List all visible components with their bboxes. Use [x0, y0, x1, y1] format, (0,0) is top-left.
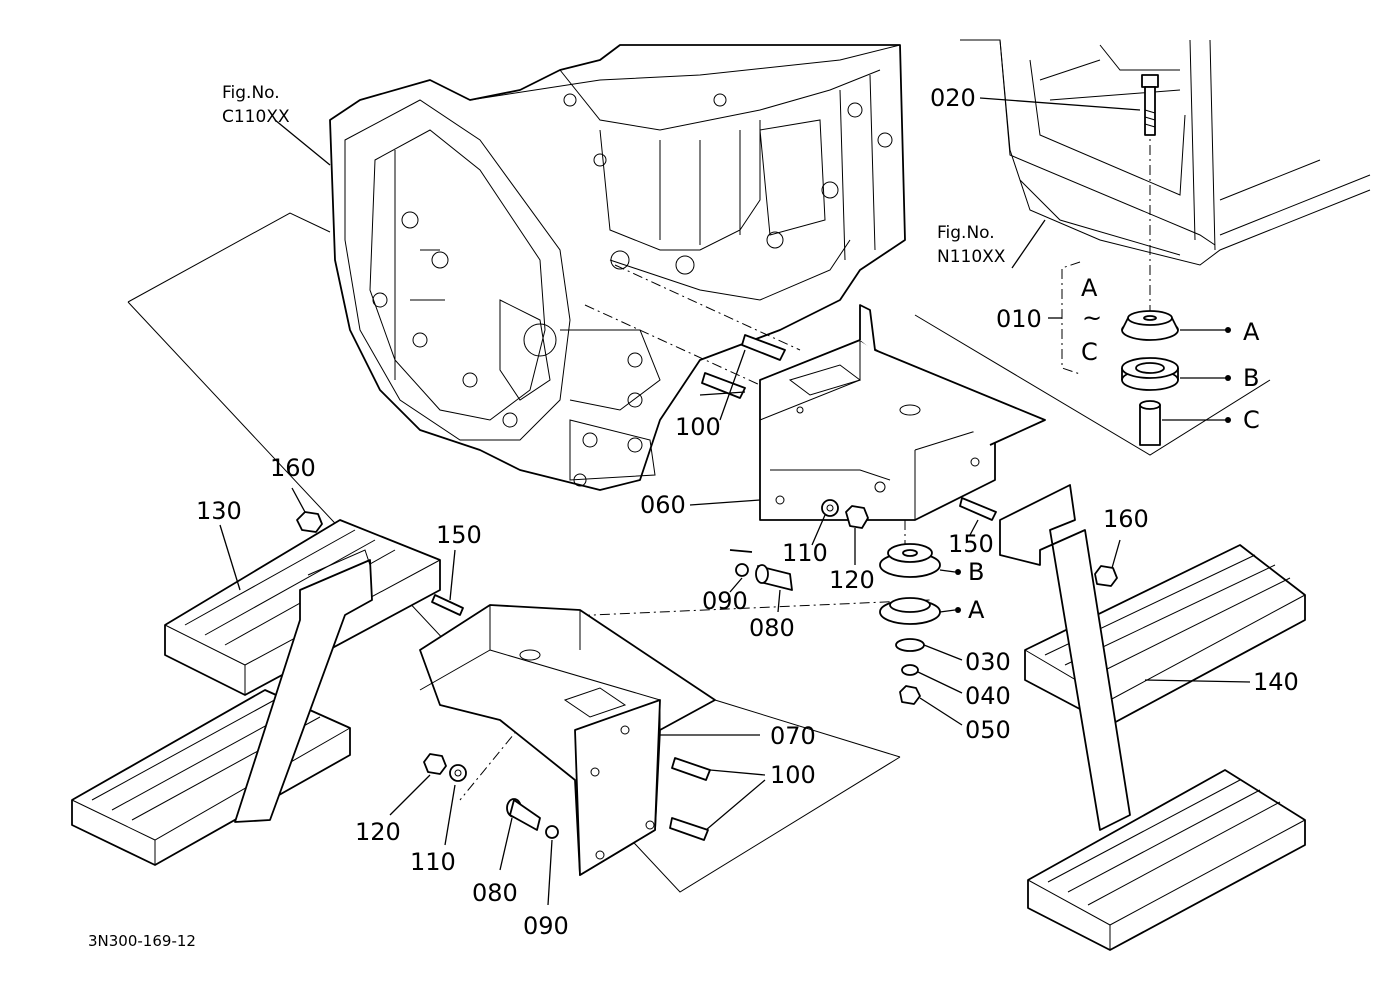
mount-label-a: A — [968, 596, 985, 624]
assembly-plane-left-top — [127, 212, 331, 303]
nut-washer-lower-illustration — [423, 753, 467, 782]
bracket-070-illustration — [419, 604, 716, 876]
part-label-140: 140 — [1253, 668, 1299, 696]
part-label-120-lower: 120 — [355, 818, 401, 846]
part-label-160-right: 160 — [1103, 505, 1149, 533]
bolt-washer-upper-illustration — [729, 549, 793, 591]
part-label-130: 130 — [196, 497, 242, 525]
mount-label-b: B — [968, 558, 984, 586]
transmission-case-illustration — [329, 44, 906, 491]
bracket-060-illustration — [759, 304, 1046, 521]
fig-ref-transmission-line2: C110XX — [222, 107, 290, 127]
kit-item-c: C — [1243, 406, 1260, 434]
assembly-plane-left-right — [714, 699, 901, 758]
drawing-number: 3N300-169-12 — [88, 932, 196, 950]
kit-item-a: A — [1243, 318, 1260, 346]
kit-range-separator: ~ — [1082, 304, 1102, 332]
fig-ref-transmission-line1: Fig.No. — [222, 83, 280, 103]
step-130-illustration — [71, 519, 441, 866]
part-label-120-upper: 120 — [829, 566, 875, 594]
part-label-020: 020 — [930, 84, 976, 112]
studs-100-upper-illustration — [701, 334, 786, 399]
part-label-050: 050 — [965, 716, 1011, 744]
part-label-100-upper: 100 — [675, 413, 721, 441]
nut-160-left-illustration — [296, 511, 323, 533]
part-label-010: 010 — [996, 305, 1042, 333]
part-label-060: 060 — [640, 491, 686, 519]
center-mount-illustration — [879, 543, 941, 705]
cabin-frame-illustration — [960, 39, 1371, 266]
fig-ref-cabin-line2: N110XX — [937, 247, 1006, 267]
assembly-plane-right — [914, 314, 1271, 456]
part-label-110-lower: 110 — [410, 848, 456, 876]
nut-washer-upper-illustration — [821, 499, 869, 529]
bolt-washer-lower-illustration — [506, 798, 559, 839]
fig-ref-cabin-line1: Fig.No. — [937, 223, 995, 243]
stud-150-left-illustration — [431, 594, 464, 616]
stud-150-right-illustration — [959, 497, 997, 521]
part-label-160-left: 160 — [270, 454, 316, 482]
mount-kit-illustration — [1121, 310, 1179, 446]
kit-range-bottom: C — [1081, 338, 1098, 366]
step-140-illustration — [999, 484, 1306, 951]
part-label-080-upper: 080 — [749, 614, 795, 642]
part-label-090-upper: 090 — [702, 587, 748, 615]
studs-100-lower-illustration — [669, 757, 711, 841]
part-label-030: 030 — [965, 648, 1011, 676]
part-label-150-left: 150 — [436, 521, 482, 549]
part-label-150-right: 150 — [948, 530, 994, 558]
part-label-080-lower: 080 — [472, 879, 518, 907]
bolt-020-illustration — [1141, 74, 1159, 136]
kit-item-b: B — [1243, 364, 1259, 392]
part-label-070: 070 — [770, 722, 816, 750]
part-label-090-lower: 090 — [523, 912, 569, 940]
part-label-100-lower: 100 — [770, 761, 816, 789]
part-label-040: 040 — [965, 682, 1011, 710]
assembly-plane-left-bottom — [127, 301, 901, 893]
kit-range-top: A — [1081, 274, 1098, 302]
part-label-110-upper: 110 — [782, 539, 828, 567]
